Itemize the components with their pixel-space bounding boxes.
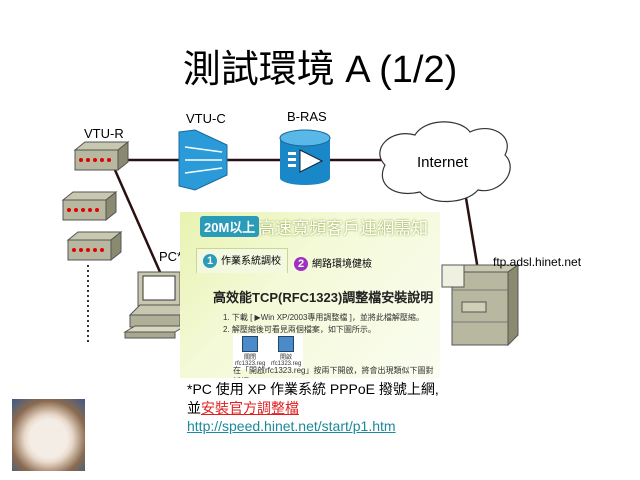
- pc-icon: [123, 271, 192, 339]
- note-line-1: *PC 使用 XP 作業系統 PPPoE 撥號上網,: [187, 381, 439, 397]
- tab-label: 網路環境健檢: [312, 259, 372, 270]
- tab-number: 2: [294, 257, 308, 271]
- reg-file-icon: [278, 336, 294, 352]
- modem-icon-3: [66, 230, 123, 262]
- ftp-server-label: ftp.adsl.hinet.net: [493, 255, 582, 269]
- step-2: 2. 解壓縮後可看見兩個檔案，如下圖所示。: [223, 325, 376, 334]
- slide-title: 測試環境 A (1/2): [182, 49, 458, 91]
- step-3: 在「開啟rfc1323.reg」按兩下開啟，將會出現類似下圖對話框。: [233, 366, 434, 378]
- vtu-r-icon: [73, 140, 130, 172]
- link-vtur-pc: [113, 169, 162, 273]
- speed-url-link[interactable]: http://speed.hinet.net/start/p1.htm: [187, 418, 396, 434]
- note-prefix: 並: [187, 400, 201, 416]
- file-enable-reg: 開啟 rfc1323.reg: [271, 336, 301, 367]
- tab-os-tuning: 1 作業系統調校: [196, 248, 288, 273]
- file-name: 關閉 rfc1323.reg: [235, 355, 266, 367]
- b-ras-router-icon: [279, 129, 331, 185]
- tab-number: 1: [203, 254, 217, 268]
- file-icons: 關閉 rfc1323.reg 開啟 rfc1323.reg: [233, 334, 303, 369]
- speed-guide-screenshot: 20M以上 高速寬頻客戶連網需知 1 作業系統調校 2 網路環境健檢 高效能TCP(…: [180, 212, 440, 378]
- note-line-2: 並安裝官方調整檔: [187, 398, 299, 418]
- screenshot-heading: 高速寬頻客戶連網需知: [258, 219, 428, 238]
- install-tuning-file-link[interactable]: 安裝官方調整檔: [201, 400, 299, 416]
- pc-label: PC*: [159, 249, 183, 264]
- b-ras-label: B-RAS: [287, 109, 327, 124]
- link-internet-server: [464, 197, 480, 271]
- vtu-c-label: VTU-C: [186, 111, 226, 126]
- vtu-c-icon: [178, 129, 228, 191]
- vtu-r-label: VTU-R: [84, 126, 124, 141]
- speed-badge: 20M以上: [200, 216, 260, 237]
- reg-file-icon: [242, 336, 258, 352]
- cat-photo: [12, 399, 85, 471]
- tab-network-check: 2 網路環境健檢: [288, 252, 372, 271]
- tab-label: 作業系統調校: [221, 256, 281, 267]
- file-name: 開啟 rfc1323.reg: [271, 355, 302, 367]
- ftp-server-icon: [441, 264, 520, 347]
- file-disable-reg: 關閉 rfc1323.reg: [235, 336, 265, 367]
- section-title: 高效能TCP(RFC1323)調整檔安裝說明: [213, 290, 434, 305]
- step-1: 1. 下載 [ ▶Win XP/2003專用調整檔 ]，並將此檔解壓縮。: [223, 313, 424, 322]
- internet-label: Internet: [417, 154, 468, 171]
- modem-icon-2: [61, 190, 118, 222]
- internet-cloud-icon: [379, 121, 511, 203]
